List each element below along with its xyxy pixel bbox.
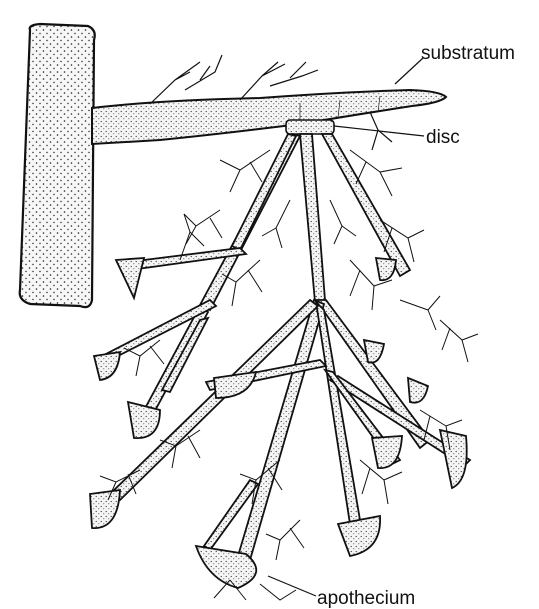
substratum-leader — [395, 58, 423, 84]
thallus-strands — [106, 134, 470, 560]
substratum-trunk — [20, 24, 95, 307]
apothecium-label: apothecium — [317, 589, 415, 608]
fine-branches — [100, 150, 478, 600]
substratum-label: substratum — [421, 44, 515, 63]
disc-label: disc — [426, 128, 460, 147]
substratum-branch — [92, 90, 446, 144]
disc-leader — [334, 126, 424, 136]
disc — [286, 120, 334, 134]
